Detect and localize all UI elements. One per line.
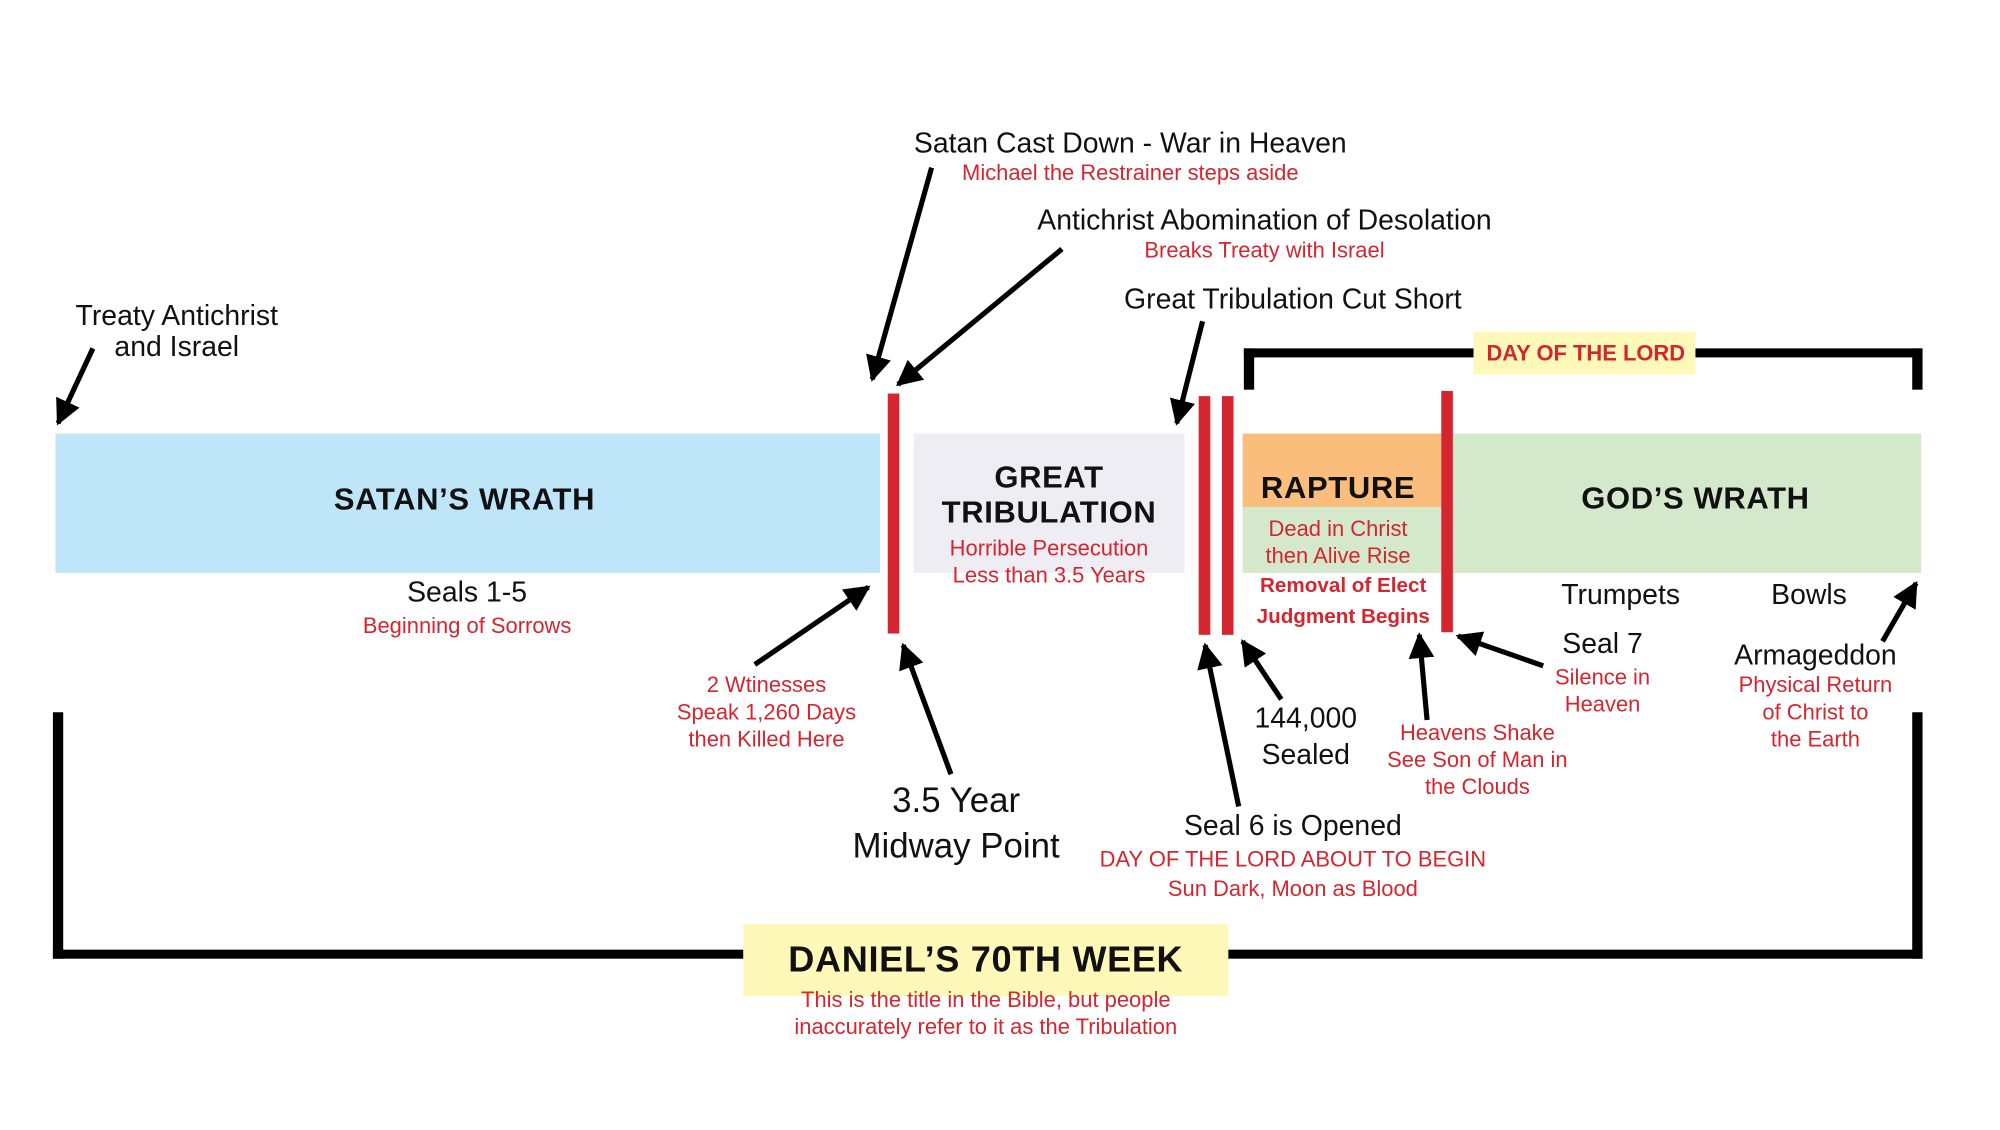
abomination-sub: Breaks Treaty with Israel xyxy=(1144,238,1385,263)
abomination-title: Antichrist Abomination of Desolation xyxy=(1037,203,1492,237)
sealed-arrow xyxy=(1240,639,1284,701)
seal7-marker xyxy=(1441,390,1453,633)
day-of-lord-bracket-right xyxy=(1912,348,1923,390)
cut-short-label: Great Tribulation Cut Short xyxy=(1124,282,1462,315)
seal7-sub-1: Silence in xyxy=(1554,665,1651,690)
great-tribulation-sub-1: Horrible Persecution xyxy=(949,536,1149,561)
daniel-sub-2: inaccurately refer to it as the Tribulat… xyxy=(794,1014,1178,1040)
armageddon-sub-3: the Earth xyxy=(1770,727,1860,752)
seal7-title: Seal 7 xyxy=(1562,627,1643,660)
daniel-bracket-left xyxy=(52,712,64,959)
seals-1-5-label: Seals 1-5 xyxy=(407,575,528,608)
day-of-lord-bracket-left xyxy=(1243,348,1255,390)
sealed-marker xyxy=(1221,396,1234,635)
sealed-2: Sealed xyxy=(1261,738,1350,771)
midway-1: 3.5 Year xyxy=(892,781,1021,820)
seal6-title: Seal 6 is Opened xyxy=(1183,809,1402,842)
witnesses-1: 2 Wtinesses xyxy=(706,672,827,698)
midway-2: Midway Point xyxy=(852,826,1060,866)
satans-wrath-block xyxy=(55,433,880,573)
great-tribulation-block xyxy=(913,433,1185,573)
treaty-label-1: Treaty Antichrist xyxy=(75,299,278,332)
great-tribulation-title-1: GREAT xyxy=(994,460,1104,496)
beginning-of-sorrows-label: Beginning of Sorrows xyxy=(362,613,572,639)
satans-wrath-title: SATAN’S WRATH xyxy=(333,482,596,518)
treaty-label-2: and Israel xyxy=(114,330,240,363)
seal6-arrow xyxy=(1197,642,1242,807)
daniel-sub-1: This is the title in the Bible, but peop… xyxy=(801,987,1171,1013)
armageddon-arrow xyxy=(1880,580,1919,643)
satan-cast-down-title: Satan Cast Down - War in Heaven xyxy=(913,126,1347,159)
abomination-arrow xyxy=(896,247,1064,387)
daniel-title: DANIEL’S 70TH WEEK xyxy=(788,939,1184,980)
heavens-shake-1: Heavens Shake xyxy=(1399,720,1555,746)
rapture-sub-block xyxy=(1242,507,1442,573)
day-of-lord-label: DAY OF THE LORD xyxy=(1486,341,1686,366)
heavens-shake-2: See Son of Man in xyxy=(1387,747,1568,773)
rapture-title: RAPTURE xyxy=(1260,470,1416,506)
trumpets-label: Trumpets xyxy=(1561,578,1681,611)
sealed-1: 144,000 xyxy=(1254,701,1358,735)
witnesses-2: Speak 1,260 Days xyxy=(676,699,857,725)
rapture-block xyxy=(1242,433,1442,508)
seal6-sub-2: Sun Dark, Moon as Blood xyxy=(1167,876,1418,902)
armageddon-sub-1: Physical Return xyxy=(1738,672,1893,698)
satan-cast-down-arrow xyxy=(866,167,935,382)
seal6-marker xyxy=(1198,396,1211,635)
judgment-begins-label: Judgment Begins xyxy=(1256,606,1430,629)
great-tribulation-title-2: TRIBULATION xyxy=(941,495,1157,531)
daniel-bracket-right xyxy=(1912,712,1923,959)
gods-wrath-title: GOD’S WRATH xyxy=(1581,481,1810,517)
seal6-sub-1: DAY OF THE LORD ABOUT TO BEGIN xyxy=(1099,847,1487,872)
witnesses-arrow xyxy=(753,584,871,667)
seal7-sub-2: Heaven xyxy=(1564,692,1641,717)
heavens-shake-3: the Clouds xyxy=(1424,774,1530,800)
armageddon-title: Armageddon xyxy=(1734,638,1897,671)
satan-cast-down-sub: Michael the Restrainer steps aside xyxy=(962,160,1299,186)
removal-of-elect-label: Removal of Elect xyxy=(1260,575,1427,598)
midway-arrow xyxy=(899,642,954,776)
rapture-sub-2: then Alive Rise xyxy=(1265,543,1411,569)
great-tribulation-sub-2: Less than 3.5 Years xyxy=(952,563,1146,588)
treaty-arrow xyxy=(55,347,96,426)
midpoint-marker xyxy=(887,393,900,634)
armageddon-sub-2: of Christ to xyxy=(1762,699,1869,725)
gods-wrath-block xyxy=(1452,433,1922,573)
bowls-label: Bowls xyxy=(1771,578,1847,611)
cut-short-arrow xyxy=(1169,320,1206,426)
seal7-arrow xyxy=(1455,631,1545,669)
witnesses-3: then Killed Here xyxy=(688,727,845,752)
rapture-sub-1: Dead in Christ xyxy=(1268,516,1408,542)
heavens-shake-arrow xyxy=(1408,632,1435,721)
daniel-label-box xyxy=(743,923,1229,997)
day-of-lord-label-box xyxy=(1473,331,1696,375)
